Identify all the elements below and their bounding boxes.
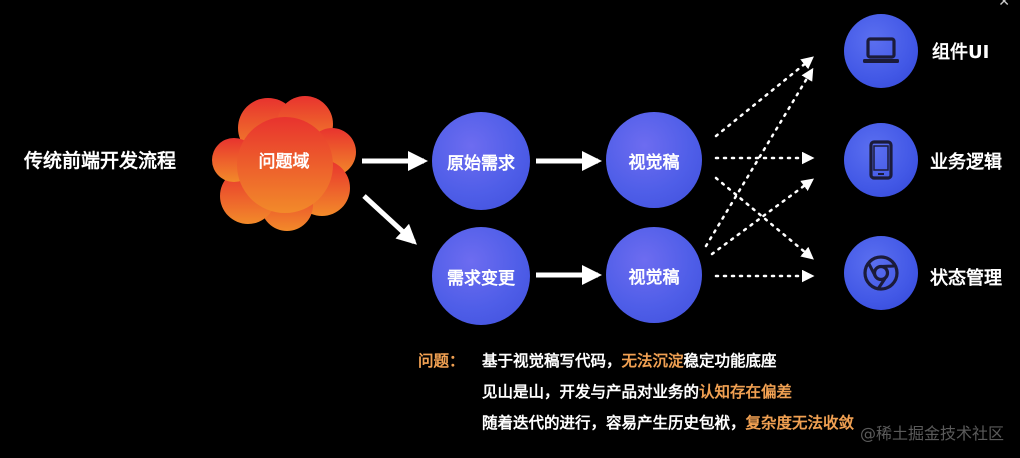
problems-label: 问题： — [418, 352, 465, 370]
problem-domain-cloud — [212, 96, 356, 231]
chrome-icon — [863, 255, 899, 291]
output-label-ui: 组件UI — [932, 42, 990, 63]
phone-icon — [869, 140, 893, 180]
problem-line-1: 问题：基于视觉稿写代码，无法沉淀稳定功能底座 — [418, 349, 854, 380]
dotted-arrow-d2-to-logic — [710, 178, 815, 256]
laptop-icon — [863, 37, 899, 63]
dotted-arrow-d2-to-ui — [704, 67, 814, 248]
flow-arrow-cloud-to-change — [362, 194, 417, 245]
node-visual-draft-1: 视觉稿 — [606, 112, 702, 208]
flow-title: 传统前端开发流程 — [24, 150, 177, 172]
output-node-logic — [844, 123, 918, 197]
problem-domain-label: 问题域 — [258, 152, 310, 172]
output-label-state: 状态管理 — [930, 268, 1002, 289]
dotted-arrow-d1-to-ui — [714, 56, 814, 138]
highlight-text: 无法沉淀 — [621, 352, 684, 370]
dotted-arrow-d1-to-state — [714, 176, 814, 260]
node-requirement-change: 需求变更 — [432, 227, 530, 325]
problem-line-2: 见山是山，开发与产品对业务的认知存在偏差 — [482, 383, 793, 401]
node-raw-requirement: 原始需求 — [432, 112, 530, 210]
output-node-state — [844, 236, 918, 310]
watermark: @稀土掘金技术社区 — [859, 424, 1004, 443]
problems-block: 问题：基于视觉稿写代码，无法沉淀稳定功能底座 见山是山，开发与产品对业务的认知存… — [418, 349, 854, 442]
problem-line-3: 随着迭代的进行，容易产生历史包袱，复杂度无法收敛 — [482, 414, 855, 432]
close-mark: ✕ — [998, 0, 1010, 10]
node-visual-draft-2: 视觉稿 — [606, 227, 702, 323]
output-label-logic: 业务逻辑 — [930, 152, 1002, 173]
highlight-text: 复杂度无法收敛 — [745, 414, 855, 432]
output-node-ui — [844, 14, 918, 88]
highlight-text: 认知存在偏差 — [699, 383, 793, 401]
